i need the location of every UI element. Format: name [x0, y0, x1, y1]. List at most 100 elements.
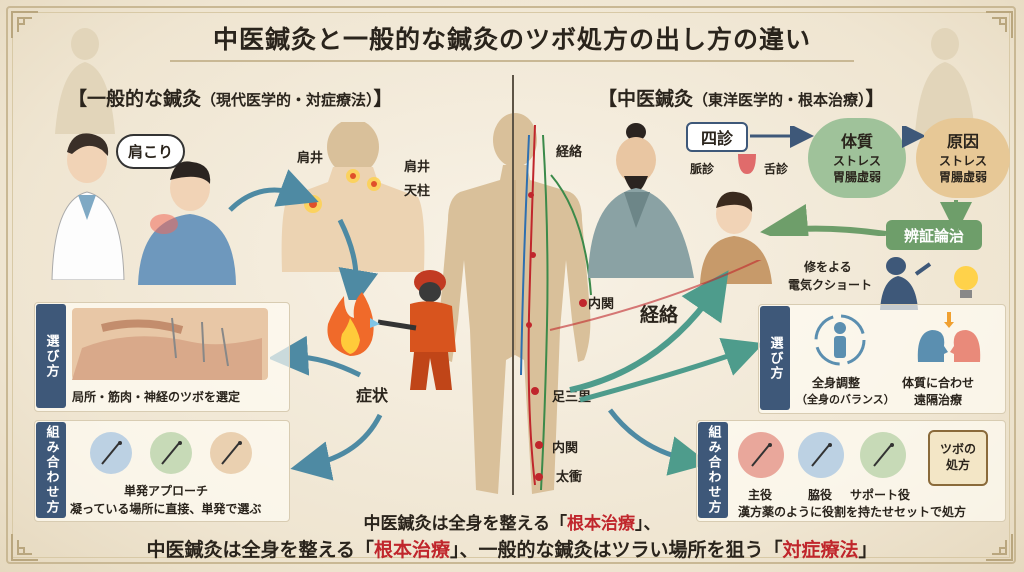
bottom-line1-c: 」、: [635, 514, 661, 534]
diagnosis-flow-arrows: [750, 126, 924, 148]
inner-frame: [12, 12, 1010, 558]
role-circle-support: [860, 432, 906, 478]
point-label-tianzhu: 天柱: [404, 184, 431, 199]
right-section-heading: 【中医鍼灸（東洋医学的・根本治療）】: [598, 84, 885, 111]
center-divider: [512, 75, 514, 495]
right-heading-main: 【中医鍼灸: [598, 88, 694, 110]
tongue-icon: [738, 154, 756, 174]
left-select-caption: 局所・筋肉・神経のツボを選定: [72, 390, 241, 404]
four-diagnostics-box: 四診: [686, 122, 748, 152]
patient-figure: [138, 161, 236, 285]
bottom-line2-b: 根本治療: [373, 539, 450, 561]
needle-icon: [101, 441, 122, 465]
constitution-title: 体質: [840, 132, 873, 152]
point-label-taichong: 太衝: [556, 470, 583, 485]
left-combine-tab: 組み合わせ方: [36, 422, 66, 518]
meridian-arrows: [549, 260, 764, 476]
corner-ornament-icon: [11, 11, 38, 38]
corner-ornament-icon: [11, 534, 38, 561]
cause-line2: 胃腸虚弱: [938, 169, 987, 184]
page-title: 中医鍼灸と一般的な鍼灸のツボ処方の出し方の違い: [212, 25, 811, 54]
whole-body-balance-icon: [814, 314, 866, 366]
right-heading-end: 】: [865, 88, 885, 110]
corner-ornament-icon: [986, 11, 1013, 38]
arrows-left-top: [228, 169, 379, 300]
meridian-label: 経絡: [556, 145, 583, 160]
right-select-item1-sub: （全身のバランス）: [796, 393, 895, 406]
worker-figure: [880, 257, 932, 310]
left-section-heading: 【一般的な鍼灸（現代医学的・対症療法）】: [68, 84, 393, 111]
role-circle-side: [798, 432, 844, 478]
constitution-line2: 胃腸虚弱: [832, 169, 881, 184]
two-faces-icon: [917, 312, 981, 362]
role-label-support: サポート役: [850, 488, 911, 502]
bottom-line-2: 中医鍼灸は全身を整える「根本治療」、一般的な鍼灸はツラい場所を狙う「対症療法」: [0, 535, 1024, 562]
human-body-figure: [439, 113, 591, 494]
cause-title: 原因: [946, 132, 979, 152]
right-select-item1: 全身調整: [812, 376, 861, 390]
firefighter-figure: [370, 270, 456, 390]
scroll-line2: 処方: [945, 458, 970, 472]
bottom-line2-c: 」、一般的な鍼灸はツラい場所を狙う「: [449, 539, 783, 561]
arrows-left-bottom: [270, 335, 383, 481]
bottom-line2-a: 中医鍼灸は全身を整える「: [146, 539, 374, 561]
needle-icon: [221, 441, 242, 465]
symptom-label: 症状: [356, 386, 389, 405]
point-label-neiguan: 内関: [588, 297, 615, 312]
needle-circle-2: [150, 432, 192, 474]
bottom-line1-a: 中医鍼灸は全身を整える「: [363, 514, 568, 534]
role-circle-main: [738, 432, 784, 478]
doctor-figure: [51, 133, 125, 280]
speech-bubble: 肩こり: [116, 134, 186, 169]
outer-frame: [6, 6, 1016, 564]
needle-circle-3: [210, 432, 252, 474]
constitution-box: 体質 ストレス 胃腸虚弱: [808, 118, 906, 198]
repair-label-1: 修をよる: [804, 260, 852, 274]
repair-label-2: 電気クショート: [788, 278, 873, 292]
tcm-doctor-figure: [588, 123, 694, 278]
pulse-diagnosis-label: 脈診: [690, 162, 715, 176]
sage-silhouette-icon: [915, 28, 975, 134]
cause-to-diagnosis-arrow: [760, 200, 972, 236]
point-label-jianjing-left: 肩井: [297, 151, 324, 166]
scroll-line1: ツボの: [939, 442, 976, 457]
needle-circle-1: [90, 432, 132, 474]
tongue-diagnosis-label: 舌診: [764, 162, 789, 176]
title-underline: [170, 60, 854, 62]
right-select-item2-line2: 遠隔治療: [914, 393, 963, 407]
left-heading-main: 【一般的な鍼灸: [68, 88, 202, 110]
right-select-item2-line1: 体質に合わせ: [902, 376, 975, 390]
point-label-neiguan-2: 内関: [552, 441, 579, 456]
constitution-line1: ストレス: [832, 153, 881, 168]
lightbulb-icon: [954, 266, 978, 298]
cause-line1: ストレス: [938, 153, 987, 168]
right-combine-caption: 漢方薬のように役割を持たせセットで処方: [738, 505, 967, 519]
left-combine-caption-1: 単発アプローチ: [124, 484, 209, 498]
left-select-tab: 選び方: [36, 304, 66, 408]
bottom-line1-b: 根本治療: [567, 514, 635, 534]
right-combine-tab: 組み合わせ方: [698, 422, 728, 518]
fire-icon: [327, 292, 374, 356]
right-heading-sub: （東洋医学的・根本治療）: [693, 91, 866, 109]
sage-silhouette-icon: [55, 28, 115, 134]
left-heading-sub: （現代医学的・対症療法）: [201, 91, 374, 109]
prescription-scroll: ツボの 処方: [928, 430, 988, 486]
cause-box: 原因 ストレス 胃腸虚弱: [916, 118, 1010, 198]
needle-icon: [873, 443, 894, 467]
left-heading-end: 】: [373, 88, 393, 110]
needle-icon: [161, 441, 182, 465]
needle-icon: [811, 443, 832, 467]
needle-icon: [751, 443, 772, 467]
right-select-tab: 選び方: [760, 306, 790, 410]
corner-ornament-icon: [986, 534, 1013, 561]
left-combine-caption-2: 凝っている場所に直接、単発で選ぶ: [70, 502, 262, 516]
acupuncture-hands-image: [72, 308, 268, 380]
bottom-line2-d: 対症療法: [782, 539, 859, 561]
bottom-line2-e: 」: [858, 539, 878, 561]
point-label-jianjing-right: 肩井: [404, 160, 431, 175]
role-label-main: 主役: [748, 488, 773, 502]
role-label-side: 脇役: [808, 488, 833, 502]
meridian-big-label: 経絡: [640, 304, 679, 326]
bottom-line-1: 中医鍼灸は全身を整える「根本治療」、: [0, 509, 1024, 534]
